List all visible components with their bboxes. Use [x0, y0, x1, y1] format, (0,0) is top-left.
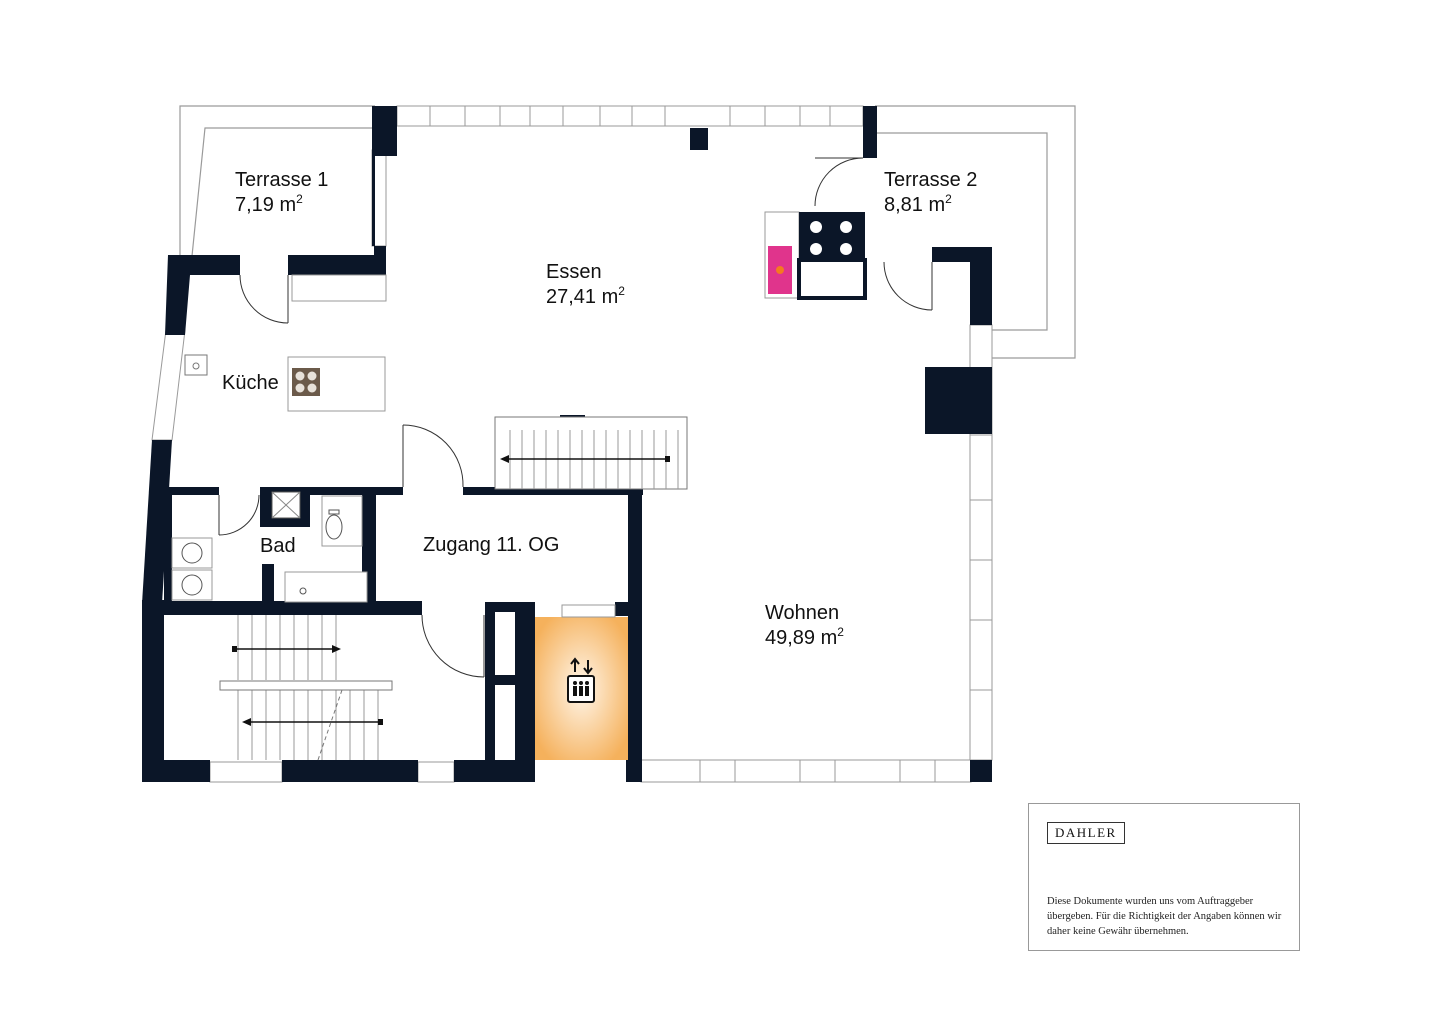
toilet-icon [321, 495, 363, 547]
room-area: 8,81 m2 [884, 192, 952, 216]
window-mullions [429, 106, 992, 782]
counter [291, 274, 387, 302]
washbasin-icon [284, 571, 368, 603]
sink-icon [184, 354, 208, 376]
room-name: Zugang 11. OG [423, 534, 559, 556]
stairs-essen [494, 416, 688, 490]
terrace-outlines [179, 105, 1076, 359]
room-name: Küche [222, 372, 279, 394]
room-name: Wohnen [765, 602, 839, 624]
room-name: Terrasse 1 [235, 169, 328, 191]
stairs-stairwell [219, 615, 393, 761]
room-name: Essen [546, 261, 602, 283]
window-strips [151, 105, 993, 783]
stove-icon [797, 212, 867, 300]
elevator [535, 604, 628, 760]
fireplace [764, 211, 800, 299]
room-terrasse-2: Terrasse 2 8,81 m2 [884, 169, 977, 216]
room-terrasse-1: Terrasse 1 7,19 m2 [235, 169, 328, 216]
door-swings [218, 157, 933, 678]
room-wohnen: Wohnen 49,89 m2 [765, 602, 844, 649]
room-zugang: Zugang 11. OG [423, 534, 559, 556]
room-area: 27,41 m2 [546, 284, 625, 308]
room-kueche: Küche [222, 372, 279, 394]
washer-icon [171, 537, 213, 601]
kitchen-island [287, 356, 386, 412]
shower-icon [271, 491, 301, 519]
room-name: Bad [260, 535, 296, 557]
disclaimer-box: DAHLER Diese Dokumente wurden uns vom Au… [1028, 803, 1300, 951]
room-area: 7,19 m2 [235, 192, 303, 216]
room-essen: Essen 27,41 m2 [546, 261, 625, 308]
room-bad: Bad [260, 535, 296, 557]
disclaimer-text: Diese Dokumente wurden uns vom Auftragge… [1047, 896, 1282, 937]
brand-logo: DAHLER [1047, 822, 1125, 844]
room-area: 49,89 m2 [765, 625, 844, 649]
walls [142, 106, 992, 782]
room-name: Terrasse 2 [884, 169, 977, 191]
